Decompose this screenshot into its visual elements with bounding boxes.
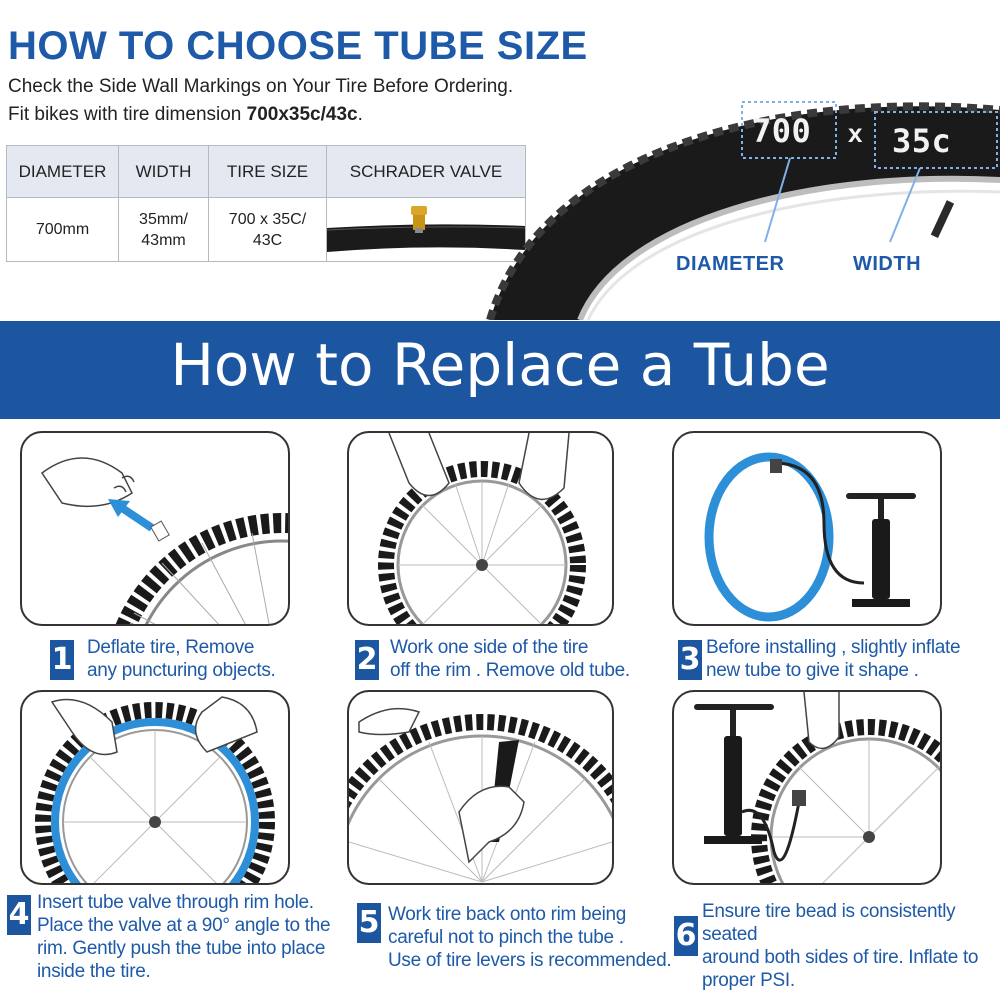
cell-tire-size: 700 x 35C/43C [208, 197, 327, 262]
step-2-text: Work one side of the tire off the rim . … [390, 636, 630, 682]
step-5-line-3: Use of tire levers is recommended. [388, 950, 672, 971]
section-banner [0, 321, 1000, 419]
step-3-line-1: Before installing , slightly inflate [706, 637, 961, 658]
header-diameter: DIAMETER [6, 145, 119, 198]
spec-table: DIAMETER WIDTH TIRE SIZE SCHRADER VALVE … [6, 145, 526, 262]
cell-size-line1: 700 x 35C/ [228, 210, 307, 228]
cell-width-line1: 35mm/ [139, 210, 188, 228]
cell-width-line2: 43mm [141, 231, 186, 249]
step-5-text: Work tire back onto rim being careful no… [388, 903, 672, 972]
step-4-line-4: inside the tire. [37, 961, 151, 982]
header-schrader-valve: SCHRADER VALVE [326, 145, 526, 198]
tire-sidewall-image [486, 101, 1000, 320]
subtitle-line-2-suffix: . [357, 104, 363, 125]
step-3-text: Before installing , slightly inflate new… [706, 636, 961, 682]
cell-size-line2: 43C [252, 231, 283, 249]
label-width: WIDTH [853, 253, 922, 275]
step-5-line-2: careful not to pinch the tube . [388, 927, 624, 948]
spec-value-row: 700mm 35mm/43mm 700 x 35C/43C [6, 197, 526, 262]
step-4-line-3: rim. Gently push the tube into place [37, 938, 326, 959]
step-6-number: 6 [674, 916, 698, 956]
step-6-line-1: Ensure tire bead is consistently seated [702, 901, 956, 945]
header-width: WIDTH [118, 145, 209, 198]
label-diameter: DIAMETER [676, 253, 785, 275]
step-2-line-2: off the rim . Remove old tube. [390, 660, 630, 681]
step-1-text: Deflate tire, Remove any puncturing obje… [87, 636, 276, 682]
subtitle-line-2-prefix: Fit bikes with tire dimension [8, 104, 247, 125]
step-4-number: 4 [7, 895, 31, 935]
cell-diameter: 700mm [6, 197, 119, 262]
step-4-text: Insert tube valve through rim hole. Plac… [37, 891, 331, 983]
step-1-number: 1 [50, 640, 74, 680]
step-4-image [20, 690, 290, 885]
step-4-line-2: Place the valve at a 90° angle to the [37, 915, 331, 936]
step-1-image [20, 431, 290, 626]
step-6-image [672, 690, 942, 885]
page-title: HOW TO CHOOSE TUBE SIZE [8, 24, 588, 68]
step-6-line-3: proper PSI. [702, 970, 795, 991]
spec-header-row: DIAMETER WIDTH TIRE SIZE SCHRADER VALVE [6, 145, 526, 198]
step-5-line-1: Work tire back onto rim being [388, 904, 627, 925]
step-2-image [347, 431, 614, 626]
step-5-image [347, 690, 614, 885]
subtitle-line-1: Check the Side Wall Markings on Your Tir… [8, 76, 514, 97]
tire-marking-width: 35c [892, 122, 952, 160]
step-1-line-1: Deflate tire, Remove [87, 637, 255, 658]
tire-marking-diameter: 700 [752, 112, 812, 150]
section-title: How to Replace a Tube [170, 331, 830, 399]
cell-valve-image [326, 197, 526, 262]
step-6-text: Ensure tire bead is consistently seated … [702, 900, 1000, 992]
step-3-line-2: new tube to give it shape . [706, 660, 919, 681]
step-6-line-2: around both sides of tire. Inflate to [702, 947, 979, 968]
header-tire-size: TIRE SIZE [208, 145, 327, 198]
tire-marking-separator: x [848, 118, 863, 148]
step-5-number: 5 [357, 903, 381, 943]
tire-dimension: 700x35c/43c [246, 104, 358, 125]
step-3-number: 3 [678, 640, 702, 680]
step-3-image [672, 431, 942, 626]
subtitle-line-2: Fit bikes with tire dimension 700x35c/43… [8, 104, 363, 126]
step-2-line-1: Work one side of the tire [390, 637, 589, 658]
step-1-line-2: any puncturing objects. [87, 660, 276, 681]
schrader-valve-image [326, 206, 526, 252]
cell-width: 35mm/43mm [118, 197, 209, 262]
step-2-number: 2 [355, 640, 379, 680]
step-4-line-1: Insert tube valve through rim hole. [37, 892, 314, 913]
